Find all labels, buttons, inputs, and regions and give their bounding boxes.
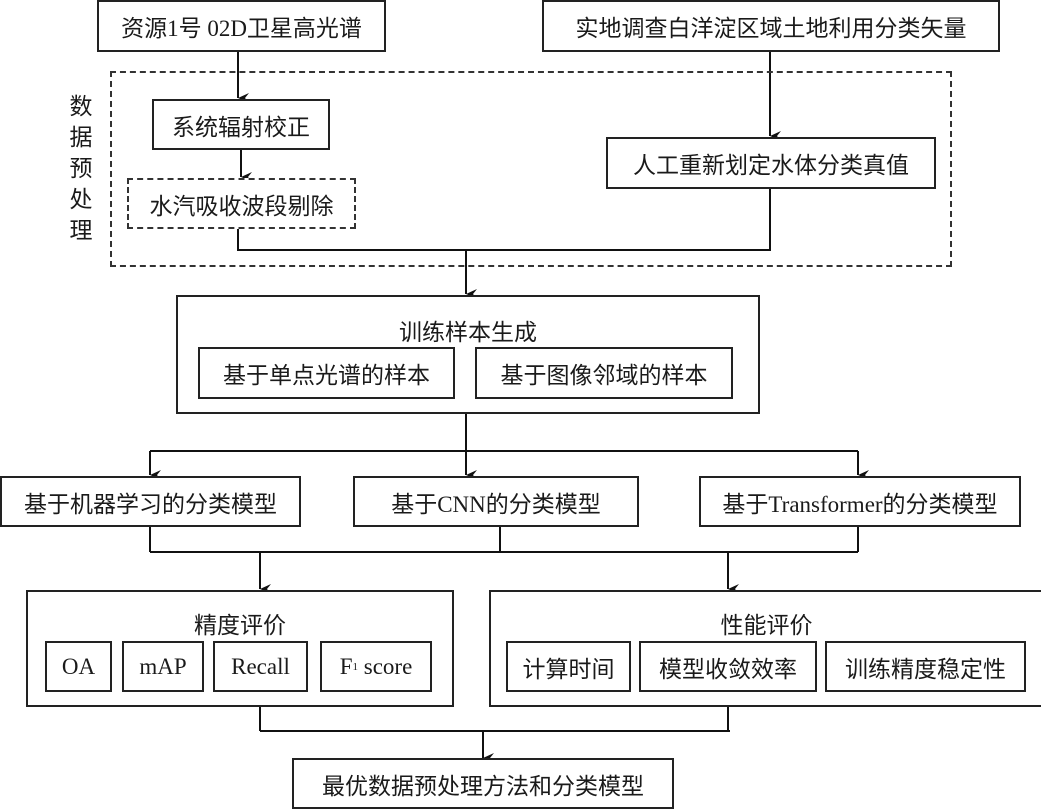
- metric-recall-box: Recall: [213, 641, 308, 692]
- radiometric-correction-box: 系统辐射校正: [152, 99, 330, 150]
- hyperspectral-data-box: 资源1号 02D卫星高光谱: [97, 0, 386, 52]
- metric-map-box: mAP: [122, 641, 204, 692]
- cnn-model-box: 基于CNN的分类模型: [353, 476, 639, 527]
- metric-oa-box: OA: [45, 641, 112, 692]
- preprocessing-label-char: 处: [69, 187, 93, 212]
- sample-generation-title: 训练样本生成: [399, 320, 537, 345]
- optimal-output-box: 最优数据预处理方法和分类模型: [292, 758, 674, 809]
- merge-line-preprocessing: [237, 188, 771, 251]
- ground-truth-redefinition-box: 人工重新划定水体分类真值: [606, 137, 936, 189]
- performance-evaluation-title: 性能评价: [720, 613, 813, 638]
- water-vapor-band-removal-box: 水汽吸收波段剔除: [127, 178, 356, 229]
- single-point-spectrum-sample-box: 基于单点光谱的样本: [198, 347, 455, 399]
- survey-vector-box: 实地调查白洋淀区域土地利用分类矢量: [542, 0, 1000, 52]
- preprocessing-region: [110, 71, 952, 267]
- preprocessing-label-char: 理: [69, 218, 93, 243]
- convergence-efficiency-box: 模型收敛效率: [639, 641, 817, 692]
- f1-prefix: F: [339, 653, 353, 679]
- preprocessing-label-char: 预: [69, 156, 93, 181]
- training-stability-box: 训练精度稳定性: [825, 641, 1026, 692]
- accuracy-evaluation-title: 精度评价: [194, 613, 286, 638]
- preprocessing-label-char: 数: [69, 94, 93, 119]
- preprocessing-label-char: 据: [69, 125, 93, 150]
- preprocessing-label: 数 据 预 处 理: [68, 91, 94, 246]
- image-neighborhood-sample-box: 基于图像邻域的样本: [475, 347, 733, 399]
- transformer-model-box: 基于Transformer的分类模型: [699, 476, 1021, 527]
- f1-subscript: 1: [352, 660, 359, 673]
- computation-time-box: 计算时间: [506, 641, 631, 692]
- f1-suffix: score: [358, 653, 413, 679]
- ml-model-box: 基于机器学习的分类模型: [0, 476, 301, 527]
